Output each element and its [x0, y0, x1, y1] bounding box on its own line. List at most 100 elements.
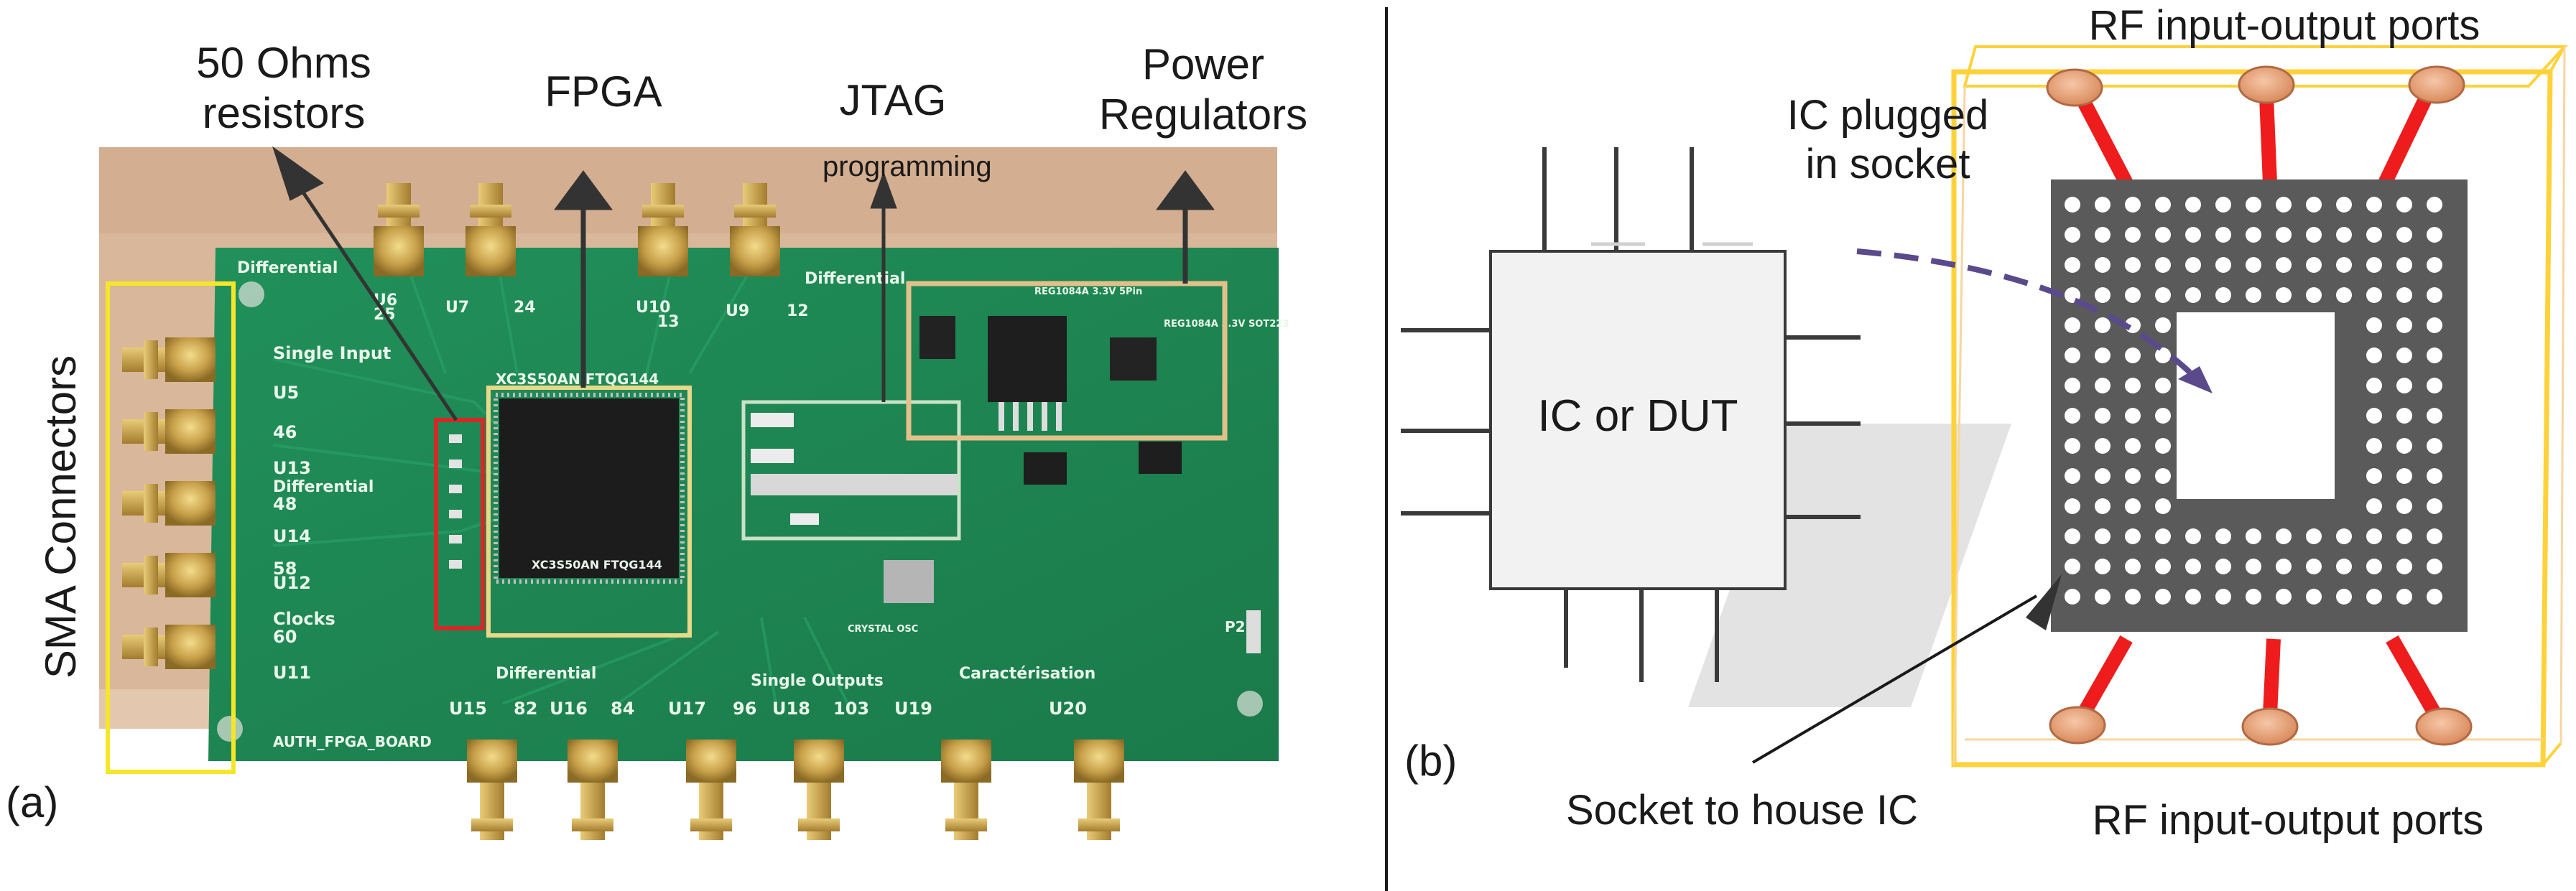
socket-pin-hole: [2065, 559, 2080, 574]
svg-text:U16: U16: [550, 699, 588, 719]
socket-pin-hole: [2065, 347, 2080, 363]
socket-pin-hole: [2125, 498, 2141, 514]
socket-pin-hole: [2427, 287, 2442, 303]
svg-text:60: 60: [273, 627, 297, 647]
socket-pin-hole: [2396, 468, 2412, 484]
rf-pad: [2241, 707, 2299, 746]
label-resistors-line2: resistors: [203, 89, 366, 137]
annotation-arrows: [272, 146, 1215, 421]
rf-pad: [2238, 65, 2295, 104]
label-ic-plugged-line2: in socket: [1806, 141, 1970, 187]
svg-text:P2: P2: [1225, 618, 1246, 635]
label-ic-dut: IC or DUT: [1538, 391, 1738, 441]
socket-pin-hole: [2396, 378, 2412, 393]
socket-pin-hole: [2065, 589, 2080, 605]
socket-pin-hole: [2155, 287, 2171, 303]
socket-pin-hole: [2276, 227, 2292, 243]
socket-pin-hole: [2095, 257, 2111, 273]
socket-pin-hole: [2366, 589, 2382, 605]
ic-dut: IC or DUT: [1401, 147, 2011, 707]
svg-text:U9: U9: [726, 302, 749, 320]
socket-pin-hole: [2336, 197, 2352, 213]
svg-text:REG1084A 3.3V 5Pin: REG1084A 3.3V 5Pin: [1034, 286, 1142, 297]
socket-pin-hole: [2336, 287, 2352, 303]
socket-pin-hole: [2065, 408, 2080, 424]
label-socket: Socket to house IC: [1566, 787, 1918, 834]
socket-pin-hole: [2366, 227, 2382, 243]
socket-pin-hole: [2095, 317, 2111, 333]
socket-pin-hole: [2155, 257, 2171, 273]
socket-pin-hole: [2155, 589, 2171, 605]
svg-text:12: 12: [787, 302, 809, 320]
fpga-highlight-box: [486, 386, 692, 638]
socket-pin-hole: [2215, 227, 2231, 243]
socket-arrow: [1751, 574, 2062, 764]
label-jtag: JTAG: [840, 76, 947, 124]
svg-text:U11: U11: [273, 663, 311, 683]
socket-pin-hole: [2155, 227, 2171, 243]
socket-pin-hole: [2396, 197, 2412, 213]
socket-pin-hole: [2427, 438, 2442, 454]
socket-pin-hole: [2185, 528, 2201, 544]
socket-pin-hole: [2246, 227, 2261, 243]
jtag-header: [751, 413, 959, 525]
svg-text:U18: U18: [772, 699, 810, 719]
svg-text:U10: U10: [636, 299, 670, 317]
socket-pin-hole: [2215, 287, 2231, 303]
svg-text:U7: U7: [445, 299, 469, 317]
socket-pin-hole: [2125, 589, 2141, 605]
rf-traces: [2077, 90, 2442, 718]
label-rf-top: RF input-output ports: [2089, 2, 2480, 49]
socket-pin-hole: [2246, 257, 2261, 273]
socket-pin-hole: [2396, 589, 2412, 605]
socket-pin-hole: [2065, 498, 2080, 514]
socket-pin-hole: [2396, 438, 2412, 454]
socket-pin-hole: [2215, 589, 2231, 605]
socket-pin-hole: [2366, 408, 2382, 424]
socket-pin-hole: [2276, 257, 2292, 273]
socket-pin-hole: [2306, 559, 2322, 574]
svg-text:84: 84: [611, 699, 634, 719]
svg-text:U19: U19: [894, 699, 932, 719]
socket-pin-hole: [2427, 559, 2442, 574]
sma-connectors-left: [122, 337, 216, 669]
svg-text:82: 82: [514, 699, 537, 719]
socket-pin-hole: [2366, 498, 2382, 514]
socket-pin-hole: [2125, 378, 2141, 393]
socket-pin-hole: [2366, 257, 2382, 273]
socket-pin-hole: [2155, 317, 2171, 333]
svg-text:48: 48: [273, 494, 297, 514]
socket-pin-hole: [2366, 347, 2382, 363]
socket-pin-hole: [2095, 347, 2111, 363]
svg-text:AUTH_FPGA_BOARD: AUTH_FPGA_BOARD: [273, 733, 432, 750]
board-silkscreen: Differential Differential Single Input U…: [237, 259, 1289, 750]
socket-pin-hole: [2155, 528, 2171, 544]
ic-body: [1489, 250, 1787, 590]
label-fpga: FPGA: [545, 67, 662, 116]
sma-highlight-box: [106, 281, 236, 774]
socket-pin-hole: [2125, 438, 2141, 454]
svg-text:U15: U15: [449, 699, 487, 719]
socket-pin-hole: [2215, 257, 2231, 273]
socket-pin-hole: [2215, 528, 2231, 544]
svg-text:46: 46: [273, 422, 297, 442]
rf-pads: [2046, 65, 2473, 746]
svg-text:58: 58: [273, 559, 297, 579]
socket-pin-hole: [2246, 197, 2261, 213]
socket-pin-hole: [2095, 498, 2111, 514]
socket-pin-hole: [2336, 528, 2352, 544]
svg-text:Clocks: Clocks: [273, 609, 335, 629]
socket-pin-hole: [2336, 227, 2352, 243]
socket-pin-hole: [2185, 197, 2201, 213]
panel-a-tag: (a): [6, 778, 58, 826]
socket-pin-hole: [2125, 227, 2141, 243]
socket-pin-hole: [2155, 378, 2171, 393]
socket-pin-hole: [2396, 227, 2412, 243]
socket-pin-hole: [2306, 589, 2322, 605]
socket-pin-hole: [2276, 197, 2292, 213]
socket-pin-hole: [2336, 589, 2352, 605]
socket-pin-hole: [2427, 257, 2442, 273]
socket-pin-hole: [2396, 498, 2412, 514]
socket-pin-hole: [2065, 257, 2080, 273]
socket-pin-hole: [2095, 287, 2111, 303]
